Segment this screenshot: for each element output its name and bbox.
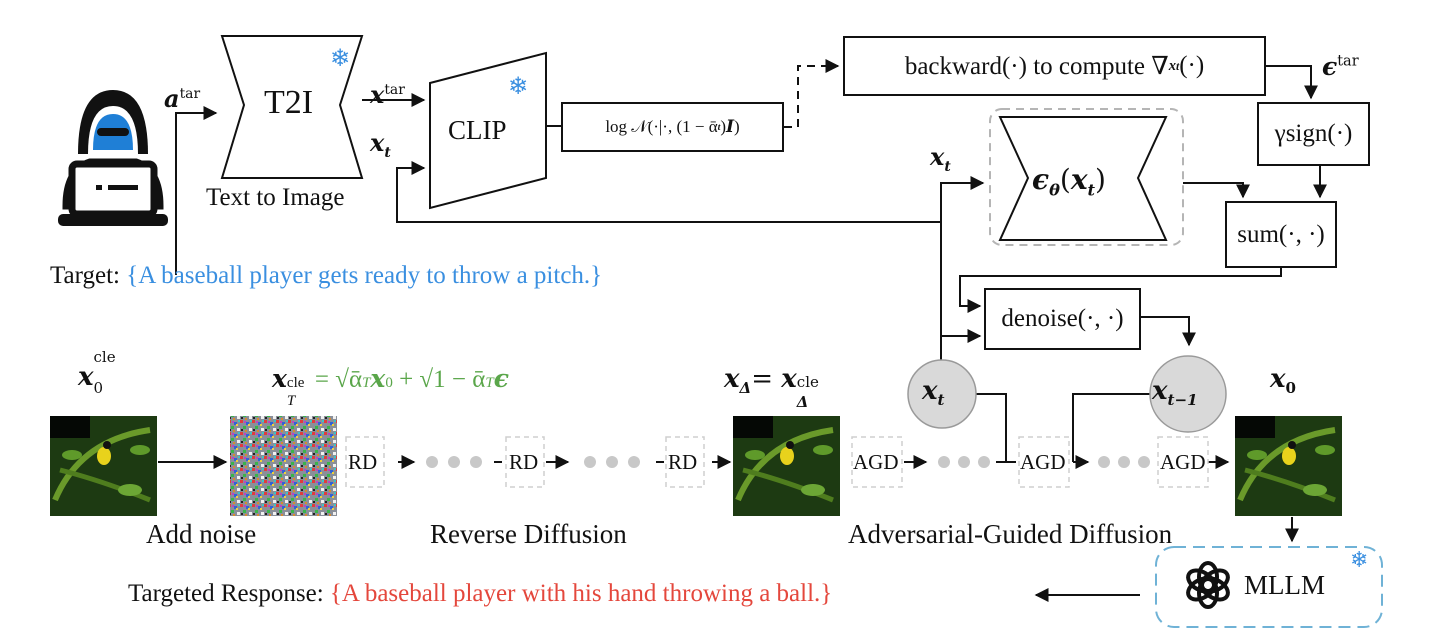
dot — [606, 456, 618, 468]
adversarial-image — [1235, 416, 1342, 516]
snowflake-icon: ❄ — [330, 44, 351, 72]
response-caption: Targeted Response: {A baseball player wi… — [128, 580, 832, 608]
rd-frame-1 — [345, 436, 385, 488]
denoise-box: denoise(·, ·) — [984, 288, 1141, 350]
dot — [628, 456, 640, 468]
dot — [448, 456, 460, 468]
rd-step-1: RD — [348, 450, 378, 474]
clip-block — [429, 51, 547, 210]
feedback-to-clip-line — [396, 161, 941, 223]
response-prefix: Targeted Response: — [128, 580, 330, 607]
target-caption: Target: {A baseball player gets ready to… — [50, 262, 602, 290]
sum-to-denoise-line — [959, 268, 1282, 313]
rd-step-2: RD — [509, 450, 539, 474]
clip-label: CLIP — [448, 115, 507, 145]
target-to-t2i-line — [175, 106, 218, 275]
x0-label: x0 — [1270, 364, 1297, 398]
gamma-sign-box: γsign(·) — [1257, 102, 1370, 166]
dot — [1098, 456, 1110, 468]
snowflake-icon: ❄ — [1350, 548, 1369, 573]
formula-plus-term: + √1 − ᾱ — [392, 366, 486, 393]
xt-top-label: xt — [930, 142, 951, 175]
latent-xt1-circle — [1149, 355, 1227, 433]
add-noise-label: Add noise — [146, 519, 257, 549]
denoise-text: denoise(·, ·) — [1001, 305, 1124, 332]
latent-xt-circle — [907, 359, 977, 429]
eps-target-label: ϵtar — [1322, 52, 1359, 81]
rd-frame-2 — [505, 436, 545, 488]
x-target-label: xtar — [370, 80, 405, 109]
openai-logo-icon — [1186, 561, 1230, 609]
xt1-circle-label: xt−1 — [1152, 376, 1198, 410]
dot — [958, 456, 970, 468]
noise-predictor-block — [998, 116, 1168, 241]
dot — [938, 456, 950, 468]
formula-sqrt-term: = √ᾱ — [314, 366, 363, 393]
rd-step-3: RD — [668, 450, 698, 474]
hacker-laptop-icon — [58, 90, 168, 226]
gamma-sign-text: γsign(·) — [1274, 120, 1353, 147]
sum-box: sum(·, ·) — [1225, 201, 1337, 268]
eps-to-sum-line — [1183, 182, 1250, 199]
dot — [470, 456, 482, 468]
xt-to-agd-line — [976, 393, 1016, 463]
noise-image — [230, 416, 337, 516]
agd-to-xt1-line — [1072, 393, 1150, 462]
backward-text: backward(·) to compute ∇ — [904, 53, 1169, 80]
backward-to-gamma-line — [1266, 65, 1318, 100]
adversarial-guided-diffusion-label: Adversarial-Guided Diffusion — [848, 519, 1173, 549]
denoise-to-xt1-line — [1141, 316, 1196, 347]
agd-frame-1 — [851, 436, 903, 488]
logn-to-backward-dashed — [784, 59, 840, 128]
mllm-frame — [1155, 546, 1383, 628]
sum-text: sum(·, ·) — [1237, 220, 1325, 248]
intermediate-image — [733, 416, 840, 516]
clean-image — [50, 416, 157, 516]
agd-step-1: AGD — [853, 450, 899, 474]
mllm-label: MLLM — [1244, 570, 1325, 600]
dot — [426, 456, 438, 468]
dot — [978, 456, 990, 468]
xt-to-eps-line — [940, 176, 985, 222]
t2i-block — [220, 35, 364, 179]
log-normal-text: log 𝒩(·|·, (1 − ᾱ — [605, 117, 718, 136]
reverse-diffusion-label: Reverse Diffusion — [430, 519, 627, 549]
rd-frame-3 — [665, 436, 705, 488]
noise-predictor-frame — [989, 108, 1184, 246]
agd-step-2: AGD — [1020, 450, 1066, 474]
text-to-image-label: Text to Image — [206, 184, 345, 211]
t2i-label: T2I — [264, 84, 314, 121]
xt-clip-label: xt — [370, 128, 391, 161]
target-attribute-label: atar — [164, 84, 201, 113]
agd-step-3: AGD — [1160, 450, 1206, 474]
snowflake-icon: ❄ — [508, 72, 529, 100]
xt-circle-label: xt — [922, 376, 945, 410]
target-text: {A baseball player gets ready to throw a… — [126, 262, 603, 289]
dot — [1118, 456, 1130, 468]
dot — [584, 456, 596, 468]
target-prefix: Target: — [50, 262, 127, 289]
backward-box: backward(·) to compute ∇xt(·) — [843, 36, 1266, 96]
eps-theta-label: ϵθ(xt) — [1032, 163, 1106, 200]
agd-frame-3 — [1157, 436, 1209, 488]
response-text: {A baseball player with his hand throwin… — [329, 580, 833, 607]
dot — [1138, 456, 1150, 468]
agd-frame-2 — [1018, 436, 1070, 488]
